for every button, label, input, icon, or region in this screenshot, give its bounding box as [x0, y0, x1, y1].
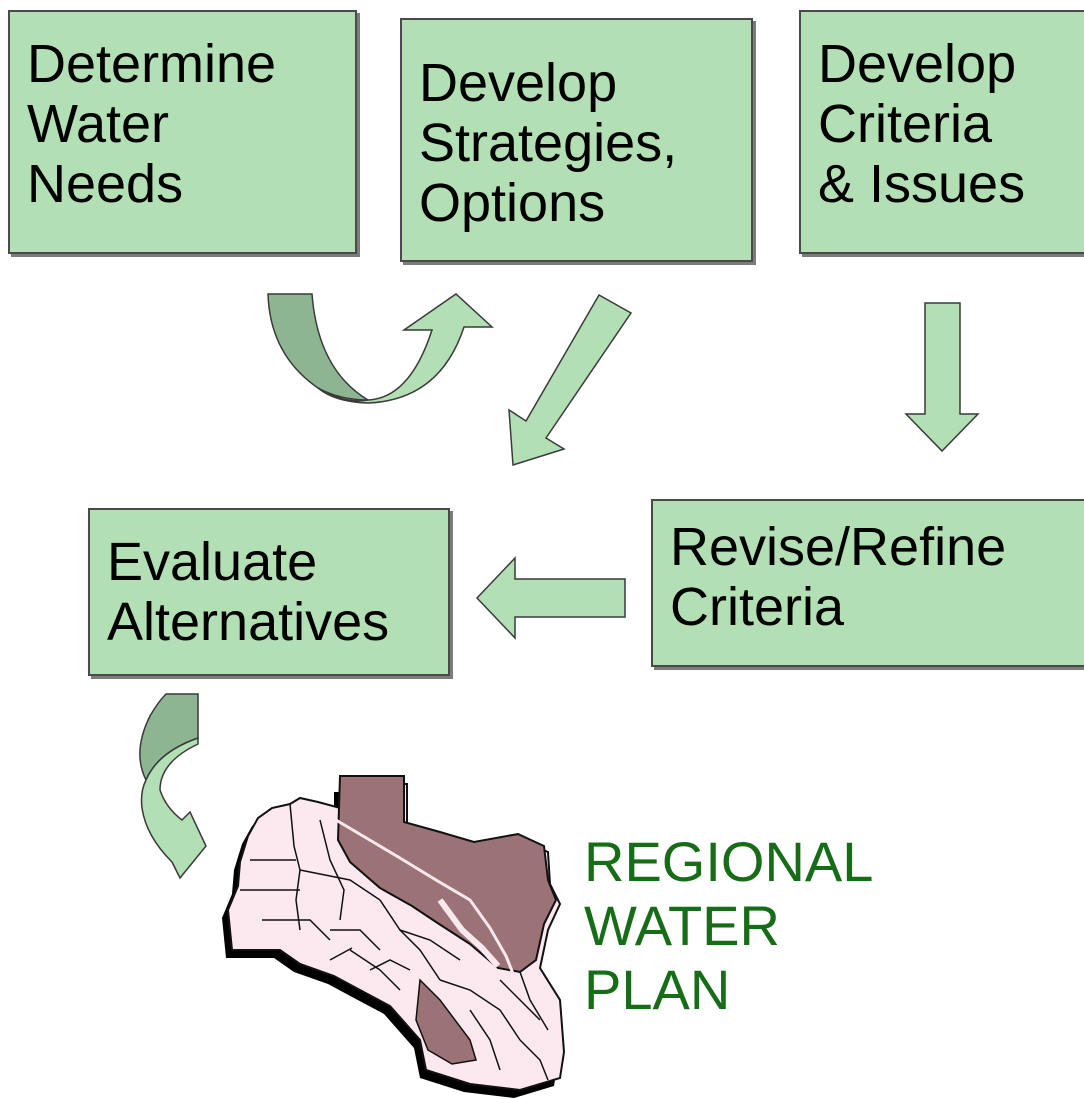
plan-title-line: PLAN: [584, 958, 731, 1021]
box-line: Develop: [818, 34, 1017, 94]
curved-arrow-needs-to-strategies: [267, 293, 494, 404]
box-line: Criteria: [670, 577, 845, 637]
box-develop-strategies: Develop Strategies, Options: [400, 18, 753, 262]
box-line: Criteria: [818, 94, 993, 154]
regional-water-plan-title: REGIONAL WATER PLAN: [584, 830, 873, 1022]
texas-region-map-icon: [222, 775, 566, 1098]
down-arrow-criteria-to-revise: [904, 302, 980, 453]
box-line: Options: [419, 173, 606, 233]
box-evaluate-alternatives: Evaluate Alternatives: [88, 508, 450, 676]
left-arrow-revise-to-evaluate: [475, 556, 626, 640]
box-revise-refine-criteria: Revise/Refine Criteria: [651, 499, 1084, 667]
diagonal-arrow-strategies-to-evaluate: [508, 293, 633, 466]
curved-arrow-evaluate-to-map: [139, 693, 207, 880]
box-line: Revise/Refine: [670, 517, 1007, 577]
box-line: Develop: [419, 53, 618, 113]
box-line: Determine: [27, 34, 277, 94]
box-develop-criteria: Develop Criteria & Issues: [799, 10, 1084, 254]
plan-title-line: WATER: [584, 894, 780, 957]
box-line: Water: [27, 94, 170, 154]
box-line: Needs: [27, 154, 184, 214]
plan-title-line: REGIONAL: [584, 830, 874, 893]
box-line: & Issues: [818, 154, 1026, 214]
box-determine-water-needs: Determine Water Needs: [8, 10, 357, 254]
box-line: Alternatives: [107, 592, 390, 652]
box-line: Evaluate: [107, 532, 318, 592]
box-line: Strategies,: [419, 113, 678, 173]
